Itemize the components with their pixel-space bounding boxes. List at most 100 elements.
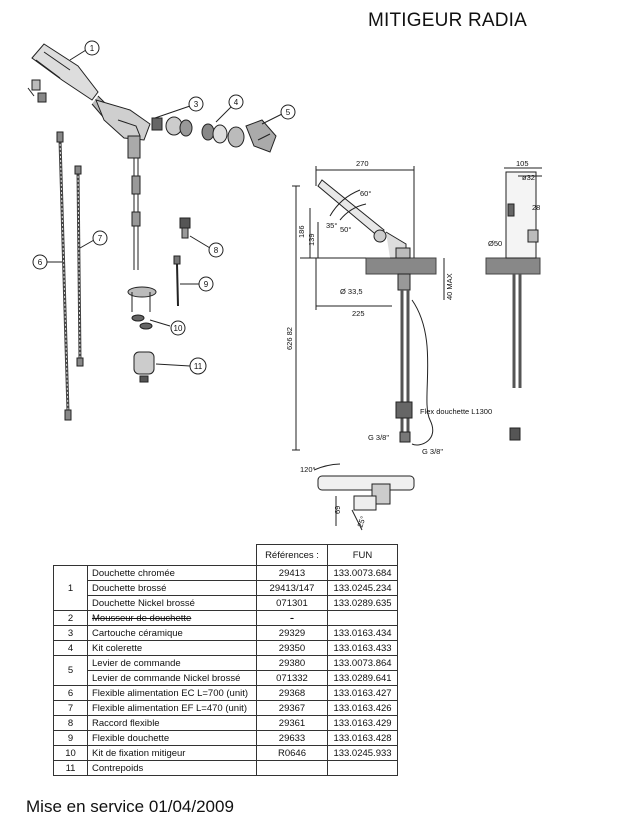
part-fun-code: 133.0289.641	[327, 670, 398, 686]
side-view	[485, 167, 542, 441]
dim-139: 139	[307, 233, 316, 246]
dim-g38-b: G 3/8"	[422, 447, 443, 456]
callout-1: 1	[90, 44, 95, 53]
callout-10: 10	[174, 324, 183, 333]
callout-8: 8	[214, 246, 219, 255]
kit-fixation-part	[127, 286, 157, 330]
part-designation: Douchette Nickel brossé	[87, 595, 257, 611]
part-number: 8	[53, 715, 88, 731]
dim-40-max: 40 MAX	[445, 273, 454, 300]
part-reference: 29329	[256, 625, 328, 641]
header-fun: FUN	[327, 544, 398, 566]
part-reference: -	[256, 610, 328, 626]
part-fun-code: 133.0163.427	[327, 685, 398, 701]
part-fun-code	[327, 610, 398, 626]
callout-leaders	[46, 49, 283, 367]
part-number: 5	[53, 655, 88, 686]
callout-6: 6	[38, 258, 43, 267]
callout-5: 5	[286, 108, 291, 117]
dim-angle-50: 50°	[340, 225, 351, 234]
technical-drawing: 1 3 4 5 6 7 8 9 10 11 270 60° 50° 35° Ø …	[27, 40, 542, 531]
dim-angle-60: 60°	[360, 189, 371, 198]
part-designation: Flexible alimentation EF L=470 (unit)	[87, 700, 257, 716]
part-designation: Kit de fixation mitigeur	[87, 745, 257, 761]
part-reference: 29413	[256, 565, 328, 581]
part-reference: 29413/147	[256, 580, 328, 596]
part-fun-code: 133.0289.635	[327, 595, 398, 611]
front-view	[292, 166, 445, 451]
cartouche-part	[151, 116, 193, 137]
dim-g38-a: G 3/8"	[368, 433, 389, 442]
dim-angle-35: 35°	[326, 221, 337, 230]
table-header-row: Références : FUN	[54, 544, 398, 566]
part-designation: Douchette chromée	[87, 565, 257, 581]
callout-11: 11	[194, 362, 203, 371]
dim-flex-douchette: Flex douchette L1300	[420, 407, 492, 416]
part-reference: 29368	[256, 685, 328, 701]
part-reference	[256, 760, 328, 776]
contrepoids-part	[133, 351, 155, 383]
part-fun-code: 133.0163.433	[327, 640, 398, 656]
colerette-part	[201, 123, 245, 148]
part-designation: Flexible douchette	[87, 730, 257, 746]
part-fun-code	[327, 760, 398, 776]
part-number: 4	[53, 640, 88, 656]
part-reference: 071301	[256, 595, 328, 611]
part-reference: 29361	[256, 715, 328, 731]
part-fun-code: 133.0163.426	[327, 700, 398, 716]
part-number: 6	[53, 685, 88, 701]
footer-mise-en-service: Mise en service 01/04/2009	[26, 797, 234, 816]
dim-angle-120: 120°	[300, 465, 316, 474]
dim-225: 225	[352, 309, 365, 318]
part-designation: Kit colerette	[87, 640, 257, 656]
part-number: 7	[53, 700, 88, 716]
part-designation: Cartouche céramique	[87, 625, 257, 641]
dim-105: 105	[516, 159, 529, 168]
part-fun-code: 133.0073.864	[327, 655, 398, 671]
callout-9: 9	[204, 280, 209, 289]
part-reference: 29380	[256, 655, 328, 671]
part-reference: 29367	[256, 700, 328, 716]
part-number: 2	[53, 610, 88, 626]
part-number: 3	[53, 625, 88, 641]
dim-186: 186	[297, 225, 306, 238]
dim-hole: Ø 33,5	[340, 287, 363, 296]
callout-7: 7	[98, 234, 103, 243]
part-number: 11	[53, 760, 88, 776]
dim-270: 270	[356, 159, 369, 168]
part-reference: R0646	[256, 745, 328, 761]
flexible-douchette-part	[173, 255, 181, 307]
callout-4: 4	[234, 98, 239, 107]
raccord-part	[179, 217, 191, 239]
mitigeur-body	[95, 99, 151, 270]
part-fun-code: 133.0245.234	[327, 580, 398, 596]
dim-626: 626 82	[285, 327, 294, 350]
dim-dia-50: Ø50	[488, 239, 502, 248]
part-fun-code: 133.0073.684	[327, 565, 398, 581]
callout-3: 3	[194, 100, 199, 109]
part-designation: Douchette brossé	[87, 580, 257, 596]
part-fun-code: 133.0245.933	[327, 745, 398, 761]
top-view	[313, 463, 415, 531]
flexible-7	[74, 165, 84, 367]
header-references: Références :	[256, 544, 328, 566]
dim-69: 69	[333, 506, 342, 514]
part-designation: Raccord flexible	[87, 715, 257, 731]
dim-angle-25: 25°	[355, 515, 367, 529]
flexible-6	[56, 131, 72, 421]
part-reference: 29350	[256, 640, 328, 656]
